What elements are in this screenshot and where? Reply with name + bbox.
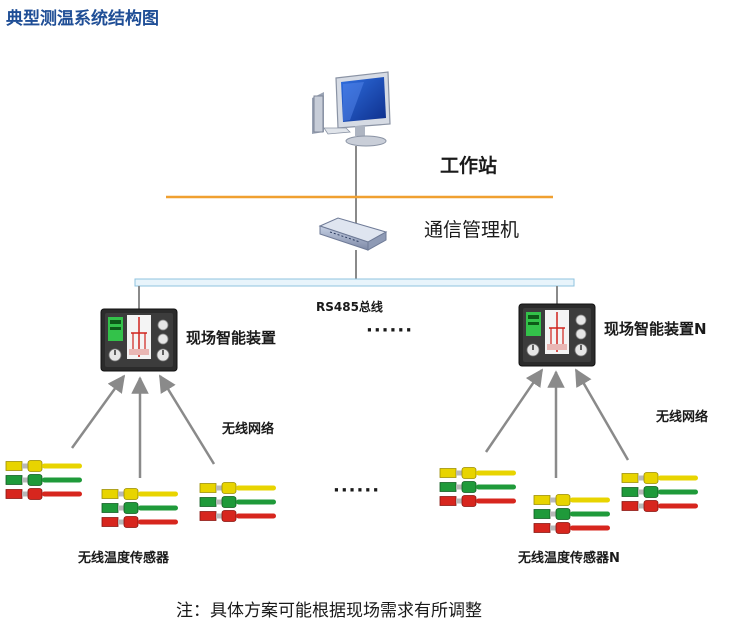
wireless-network-1-label: 无线网络	[222, 422, 275, 437]
comm-manager-label: 通信管理机	[424, 219, 520, 241]
sensor-ellipsis: ······	[333, 480, 381, 501]
field-device-1-label: 现场智能装置	[186, 329, 277, 347]
field-device-n-icon	[518, 303, 596, 367]
sensor-group-n-label: 无线温度传感器N	[518, 551, 620, 566]
workstation-label: 工作站	[440, 155, 498, 177]
sensor-cluster-1a	[5, 460, 83, 500]
wireless-arrow-nc	[574, 368, 630, 461]
sensor-group-1-label: 无线温度传感器	[78, 551, 170, 566]
wireless-network-n-label: 无线网络	[656, 410, 709, 425]
device-ellipsis: ······	[366, 320, 414, 341]
sensor-cluster-na	[439, 467, 517, 507]
rs485-bus	[134, 278, 575, 287]
wireless-arrow-1c	[158, 374, 216, 465]
sensor-cluster-1b	[101, 488, 179, 528]
comm-manager-router-icon	[318, 217, 388, 251]
wireless-arrow-na	[484, 368, 544, 453]
footnote: 注：具体方案可能根据现场需求有所调整	[176, 601, 482, 621]
wireless-arrow-1a	[70, 374, 126, 449]
sensor-cluster-nc	[621, 472, 699, 512]
page-title: 典型测温系统结构图	[6, 9, 159, 29]
field-device-n-label: 现场智能装置N	[604, 320, 707, 338]
sensor-cluster-nb	[533, 494, 611, 534]
field-device-1-icon	[100, 308, 178, 372]
sensor-cluster-1c	[199, 482, 277, 522]
bus-label: RS485总线	[316, 300, 383, 314]
workstation-computer-icon	[312, 71, 391, 147]
